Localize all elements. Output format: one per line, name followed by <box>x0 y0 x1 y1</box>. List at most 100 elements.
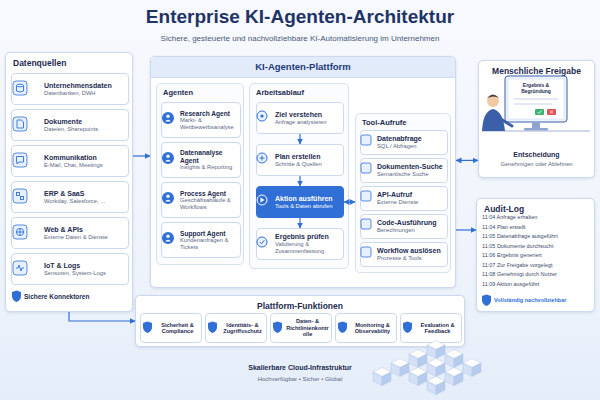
workflow-group: ArbeitsablaufZiel verstehenAnfrage analy… <box>249 83 349 269</box>
node-text: Dateien, Sharepoints <box>44 126 125 133</box>
step-icon <box>257 111 267 121</box>
agent-icon <box>162 112 174 124</box>
tool-group: Tool-AufrufeDatenabfrageSQL / AbfragenDo… <box>355 113 451 273</box>
node-heading: Datenabfrage <box>377 135 444 143</box>
flow-arrow <box>456 229 476 230</box>
globe-glyph <box>16 228 23 235</box>
tool-box: Code-AusführungBerechnungen <box>360 214 448 239</box>
node-heading: Research Agent <box>180 110 237 118</box>
flow-arrow <box>344 201 355 202</box>
node-text: Semantische Suche <box>377 171 444 178</box>
chat-icon <box>13 153 27 167</box>
node-text: Kundenanfragen & Tickets <box>180 237 237 250</box>
tool-icon <box>361 219 371 229</box>
person-hair <box>487 95 499 99</box>
function-icons <box>143 322 412 334</box>
subtitle: Sichere, gesteuerte und nachvollziehbare… <box>0 34 600 44</box>
person-head <box>487 95 499 107</box>
tool-icon <box>361 191 371 201</box>
approve-button <box>535 109 544 115</box>
step-icon <box>257 195 267 205</box>
function-tile: Sicherheit & Compliance <box>140 313 202 343</box>
agent-glyph <box>165 160 171 162</box>
log-entry: 11:04 Anfrage erhalten <box>482 214 592 221</box>
node-heading: API-Aufruf <box>377 191 444 199</box>
source-item: UnternehmensdatenDatenbanken, DWH <box>11 73 129 105</box>
node-heading: Menschliche Freigabe <box>486 66 587 76</box>
node-heading: Identitäts- & Zugriffsschutz <box>221 322 264 335</box>
function-tile: Monitoring & Observability <box>335 313 397 343</box>
node-text: Externe Daten & Dienste <box>44 234 125 241</box>
flow-arrow <box>456 160 478 161</box>
agent-glyph <box>166 155 169 158</box>
flow-arrow <box>133 155 150 156</box>
node-text: Markt- & Wettbewerbsanalyse <box>180 117 237 130</box>
node-heading: Ergebnis prüfen <box>275 233 340 241</box>
node-heading: Plattform-Funktionen <box>143 301 457 311</box>
step-icon <box>257 237 267 247</box>
log-entry: 11:05 Dokumente durchsucht <box>482 243 592 250</box>
audit-note: Vollständig nachvollziehbar <box>494 297 594 304</box>
tool-box: Workflow auslösenProzesse & Tools <box>360 242 448 267</box>
node-text: Prozesse & Tools <box>377 255 444 262</box>
agent-box: Support AgentKundenanfragen & Tickets <box>161 222 241 258</box>
cloud-cubes <box>373 341 481 395</box>
node-heading: KI-Agenten-Plattform <box>151 57 455 78</box>
document-glyph <box>17 120 24 128</box>
node-text: Datenbanken, DWH <box>44 90 125 97</box>
infrastructure-title: Skalierbare Cloud-Infrastruktur <box>150 364 450 372</box>
cube <box>445 350 463 368</box>
tool-icons <box>361 135 371 257</box>
cube <box>391 359 409 377</box>
step-glyph <box>261 198 265 203</box>
source-item: ERP & SaaSWorkday, Salesforce, ... <box>11 181 129 213</box>
agent-box: Datenanalyse AgentInsights & Reporting <box>161 142 241 178</box>
node-heading: IoT & Logs <box>44 262 125 270</box>
node-text: Entscheidung <box>479 151 594 159</box>
monitor-stand <box>532 122 540 128</box>
person-arm <box>499 118 512 126</box>
tool-icon <box>361 135 371 145</box>
database-icon <box>13 81 27 95</box>
node-heading: Dokumente <box>44 118 125 126</box>
agent-box: Process AgentGeschäftsabläufe & Workflow… <box>161 182 241 218</box>
log-entry: 11:05 Datenabfrage ausgeführt <box>482 233 592 240</box>
approval-panel: Menschliche FreigabeEntscheidungGenehmig… <box>478 60 595 178</box>
platform-panel: KI-Agenten-PlattformAgentenResearch Agen… <box>150 56 456 288</box>
screen-line <box>514 103 552 104</box>
agent-group: AgentenResearch AgentMarkt- & Wettbewerb… <box>156 83 244 265</box>
source-glyphs <box>16 84 24 271</box>
cube <box>445 368 463 386</box>
log-entry: 11:09 Aktion ausgeführt <box>482 281 592 288</box>
node-text: Tools & Daten abrufen <box>275 203 340 210</box>
cube <box>373 368 391 386</box>
agent-glyphs <box>165 115 171 242</box>
cube <box>427 377 445 395</box>
chat-glyph <box>17 157 24 165</box>
erp-icon <box>13 189 27 203</box>
function-icon <box>208 322 217 334</box>
process-step: Ziel verstehenAnfrage analysieren <box>256 102 344 134</box>
agent-box: Research AgentMarkt- & Wettbewerbsanalys… <box>161 102 241 138</box>
node-text: Genehmigen oder Ablehnen <box>479 161 594 168</box>
node-heading: Workflow auslösen <box>377 247 444 255</box>
agent-glyph <box>165 240 171 242</box>
node-heading: Support Agent <box>180 230 237 238</box>
approval-illustration <box>482 76 590 131</box>
monitor-base <box>524 128 548 131</box>
iot-glyph <box>16 265 24 271</box>
flow-arrow <box>299 218 300 228</box>
person-body <box>482 109 505 131</box>
function-icon <box>143 322 152 334</box>
node-text: Geschäftsabläufe & Workflows <box>180 197 237 210</box>
node-text: Validierung & Zusammenfassung <box>275 241 340 254</box>
node-heading: Agenten <box>163 88 237 97</box>
node-heading: Tool-Aufrufe <box>362 118 444 127</box>
cube <box>427 341 445 359</box>
screen-line <box>514 98 558 99</box>
source-item: KommunikationE-Mail, Chat, Meetings <box>11 145 129 177</box>
node-heading: Daten- & Richtlinienkontrolle <box>286 318 329 337</box>
node-text: Externe Dienste <box>377 199 444 206</box>
node-heading: Monitoring & Observability <box>351 322 394 335</box>
